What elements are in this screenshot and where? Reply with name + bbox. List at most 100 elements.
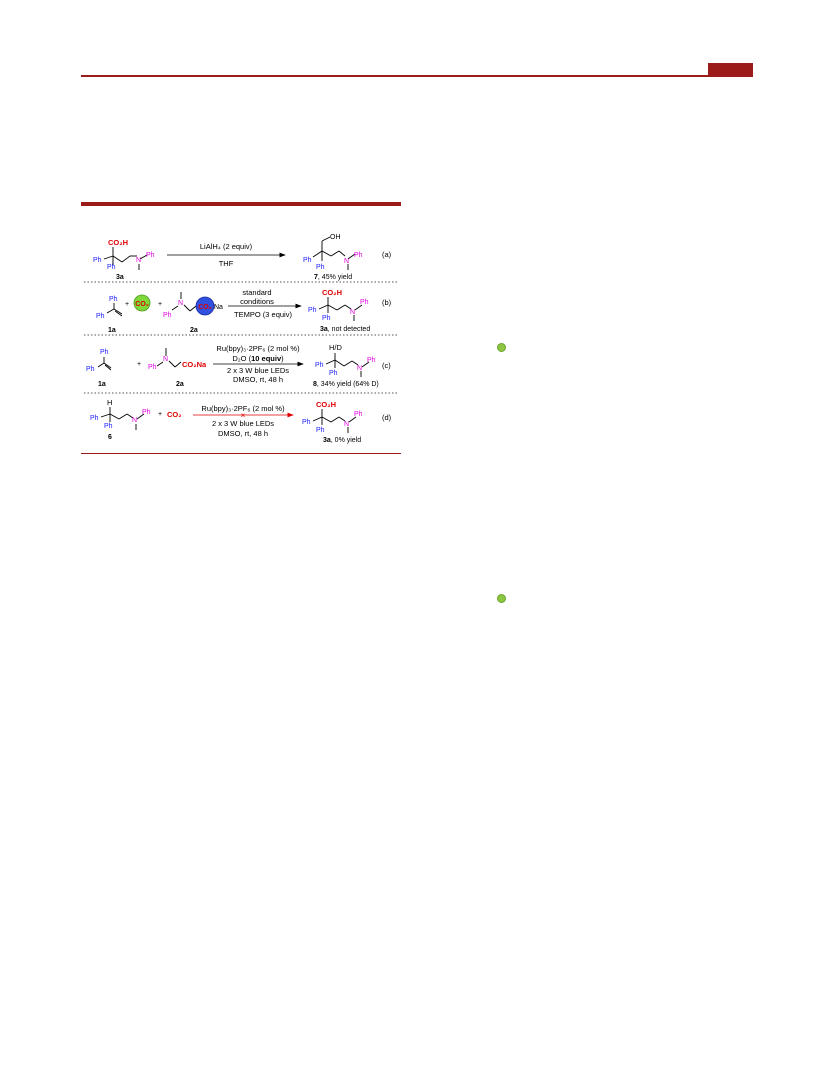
compound-2a <box>171 292 197 312</box>
page-number-tab <box>708 63 753 77</box>
carboxyl-label: CO₂H <box>322 288 342 297</box>
compound-label: 3a <box>116 274 124 281</box>
header-rule <box>81 75 752 77</box>
compound-label: 2a <box>190 327 198 334</box>
light-source-text: 2 x 3 W blue LEDs <box>212 419 274 428</box>
row-label: (d) <box>382 413 392 422</box>
co2-ball-icon <box>133 294 151 312</box>
co2-label: CO₂ <box>135 301 149 308</box>
additive-text-end: ) <box>281 354 284 363</box>
phenyl-label: Ph <box>367 357 376 364</box>
phenyl-label: Ph <box>148 364 157 371</box>
catalyst-text: Ru(bpy)₃·2PF₆ (2 mol %) <box>216 344 300 353</box>
deuterium-label: H/D <box>329 343 343 352</box>
bullet-dot-icon <box>497 594 506 603</box>
compound-1a <box>106 303 123 317</box>
phenyl-label: Ph <box>329 370 338 377</box>
nitrogen-label: N <box>132 417 137 424</box>
scheme-top-bar <box>81 202 401 206</box>
nitrogen-label: N <box>344 258 349 265</box>
compound-label: 3a <box>320 326 328 333</box>
hydrogen-label: H <box>107 398 112 407</box>
svg-text:D₂O (10 equiv): D₂O (10 equiv) <box>232 354 284 363</box>
nitrogen-label: N <box>357 365 362 372</box>
nitrogen-label: N <box>178 300 183 307</box>
carboxylate-label: CO₂Na <box>182 360 207 369</box>
phenyl-label: Ph <box>107 264 116 271</box>
row-label: (b) <box>382 298 392 307</box>
additive-text: D₂O ( <box>232 354 251 363</box>
phenyl-label: Ph <box>100 349 109 356</box>
nitrogen-label: N <box>350 309 355 316</box>
condition-text: standard <box>242 288 271 297</box>
conditions-text: DMSO, rt, 48 h <box>233 375 283 384</box>
phenyl-label: Ph <box>354 411 363 418</box>
additive-amount: 10 equiv <box>251 354 282 363</box>
phenyl-label: Ph <box>316 264 325 271</box>
compound-3a <box>312 409 357 433</box>
compound-label: 1a <box>108 327 116 334</box>
row-label: (c) <box>382 361 391 370</box>
result-note: , not detected <box>328 326 371 333</box>
phenyl-label: Ph <box>96 313 105 320</box>
phenyl-label: Ph <box>354 252 363 259</box>
yield-text: , 45% yield <box>318 274 352 281</box>
co2-label: CO₂ <box>198 304 212 311</box>
bullet-dot-icon <box>497 343 506 352</box>
nitrogen-label: N <box>344 421 349 428</box>
plus-sign: + <box>125 301 129 308</box>
reagent-text: TEMPO (3 equiv) <box>234 310 292 319</box>
phenyl-label: Ph <box>303 257 312 264</box>
conditions-text: DMSO, rt, 48 h <box>218 429 268 438</box>
phenyl-label: Ph <box>93 257 102 264</box>
reagent-text: LiAlH₄ (2 equiv) <box>200 242 253 251</box>
svg-text:7, 45% yield: 7, 45% yield <box>314 274 352 281</box>
yield-text: , 0% yield <box>331 437 361 444</box>
row-label: (a) <box>382 250 392 259</box>
row-a: CO₂H Ph Ph N Ph 3a LiAlH₄ (2 equiv) THF … <box>93 234 392 281</box>
plus-sign: + <box>158 411 162 418</box>
compound-8 <box>325 353 370 377</box>
solvent-text: THF <box>219 259 234 268</box>
phenyl-label: Ph <box>104 423 113 430</box>
svg-text:3a, 0% yield: 3a, 0% yield <box>323 437 361 444</box>
plus-sign: + <box>137 361 141 368</box>
compound-6 <box>100 407 145 430</box>
phenyl-label: Ph <box>142 409 151 416</box>
carboxyl-label: CO₂H <box>316 400 336 409</box>
co2-label: CO₂ <box>167 410 182 419</box>
phenyl-label: Ph <box>322 315 331 322</box>
phenyl-label: Ph <box>109 296 118 303</box>
co2-ball-icon <box>195 296 215 316</box>
row-d: H Ph Ph N Ph 6 + CO₂ × Ru(bpy)₃·2PF₆ (2 … <box>90 398 392 444</box>
compound-label: 1a <box>98 381 106 388</box>
phenyl-label: Ph <box>90 415 99 422</box>
phenyl-label: Ph <box>302 419 311 426</box>
sodium-label: Na <box>214 304 223 311</box>
row-b: Ph Ph + CO₂ 1a + N Ph CO₂ Na 2a standard… <box>96 288 392 334</box>
compound-7 <box>312 236 356 270</box>
hydroxyl-label: OH <box>330 234 341 241</box>
phenyl-label: Ph <box>86 366 95 373</box>
phenyl-label: Ph <box>308 307 317 314</box>
nitrogen-label: N <box>136 257 141 264</box>
light-source-text: 2 x 3 W blue LEDs <box>227 366 289 375</box>
phenyl-label: Ph <box>146 252 155 259</box>
compound-label: 6 <box>108 434 112 441</box>
phenyl-label: Ph <box>315 362 324 369</box>
compound-3a <box>318 297 363 321</box>
phenyl-label: Ph <box>163 312 172 319</box>
compound-3a <box>103 247 148 270</box>
phenyl-label: Ph <box>316 427 325 434</box>
carboxyl-label: CO₂H <box>108 238 128 247</box>
phenyl-label: Ph <box>360 299 369 306</box>
compound-label: 7 <box>314 274 318 281</box>
svg-text:3a, not detected: 3a, not detected <box>320 326 370 333</box>
svg-text:CO₂H: CO₂H <box>322 288 342 297</box>
cross-icon: × <box>241 411 246 420</box>
compound-label: 2a <box>176 381 184 388</box>
compound-label: 8 <box>313 381 317 388</box>
svg-text:8, 34% yield (64% D): 8, 34% yield (64% D) <box>313 381 379 388</box>
catalyst-text: Ru(bpy)₃·2PF₆ (2 mol %) <box>201 404 285 413</box>
